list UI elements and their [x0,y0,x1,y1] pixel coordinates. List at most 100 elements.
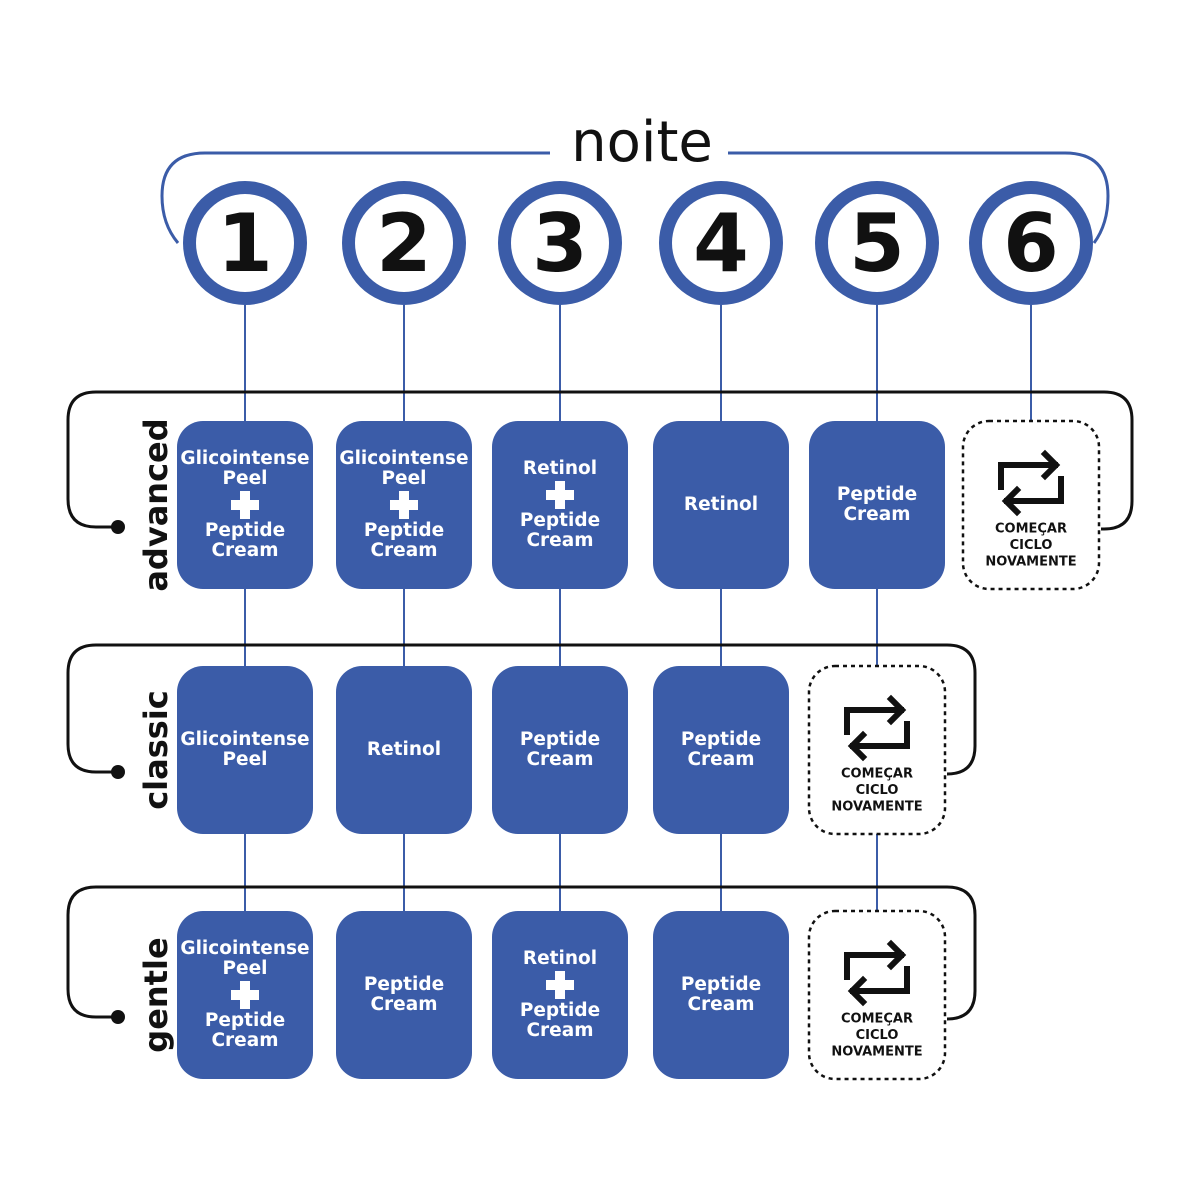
connector-lines [244,305,1032,911]
product-name: Peptide [364,520,444,541]
restart-label: COMEÇAR [841,767,913,782]
product-name: Cream [687,749,754,770]
product-name: Cream [370,540,437,561]
night-badge-face [355,194,453,292]
plus-icon [231,981,259,1009]
plus-icon [546,971,574,999]
night-number: 6 [1003,197,1059,290]
product-name: Glicointense [180,938,309,959]
restart-label: COMEÇAR [841,1012,913,1027]
product-card-bg [336,666,472,834]
loop-bracket [66,390,1134,531]
product-name: Cream [211,1030,278,1051]
product-name: Peptide [681,974,761,995]
product-card-bg [653,666,789,834]
restart-card-frame [961,419,1101,591]
product-name: Retinol [367,739,441,760]
product-card-bg [809,421,945,589]
product-name: Retinol [684,494,758,515]
night-6-badge: 6 [969,181,1093,305]
product-name: Peptide [681,729,761,750]
restart-card-frame [807,664,947,836]
night-number: 1 [217,197,273,290]
restart-label: NOVAMENTE [831,800,922,815]
plus-icon [546,481,574,509]
loop-start-dot [111,765,125,779]
product-name: Peptide [520,510,600,531]
night-3-badge: 3 [498,181,622,305]
night-number: 5 [849,197,905,290]
product-name: Peptide [205,520,285,541]
restart-label: CICLO [856,1028,899,1043]
product-card-bg [336,911,472,1079]
product-card: Retinol [653,421,789,589]
loop-start-dot [111,520,125,534]
product-name: Peel [223,958,268,979]
product-name: Glicointense [339,448,468,469]
product-card-bg [492,666,628,834]
night-number: 4 [693,197,749,290]
product-name: Glicointense [180,729,309,750]
product-name: Cream [526,530,593,551]
plus-icon [390,491,418,519]
night-badge-face [828,194,926,292]
night-badge-face [196,194,294,292]
night-badge-face [511,194,609,292]
product-name: Retinol [523,948,597,969]
product-name: Glicointense [180,448,309,469]
product-name: Retinol [523,458,597,479]
night-bracket [160,151,1110,244]
product-name: Peptide [837,484,917,505]
product-card-bg [653,911,789,1079]
product-name: Cream [526,1020,593,1041]
product-name: Cream [211,540,278,561]
restart-label: CICLO [856,783,899,798]
plus-icon [231,491,259,519]
repeat-icon [844,939,910,1007]
loop-bracket [66,643,977,776]
repeat-icon [998,449,1064,517]
product-name: Peptide [205,1010,285,1031]
restart-label: NOVAMENTE [831,1045,922,1060]
night-5-badge: 5 [815,181,939,305]
product-name: Peptide [364,974,444,995]
restart-label: CICLO [1010,538,1053,553]
row-label: classic [137,690,175,810]
loop-bracket [66,885,977,1021]
restart-card-frame [807,909,947,1081]
product-name: Cream [526,749,593,770]
product-name: Peptide [520,1000,600,1021]
product-name: Peel [382,468,427,489]
product-name: Peel [223,468,268,489]
product-card: Retinol [336,666,472,834]
night-badge-face [982,194,1080,292]
product-name: Cream [687,994,754,1015]
row-label: gentle [137,937,175,1052]
night-number: 3 [532,197,588,290]
title-text: noite [571,110,713,175]
product-name: Peel [223,749,268,770]
restart-label: COMEÇAR [995,522,1067,537]
night-4-badge: 4 [659,181,783,305]
night-badge-face [672,194,770,292]
restart-label: NOVAMENTE [985,555,1076,570]
product-name: Peptide [520,729,600,750]
